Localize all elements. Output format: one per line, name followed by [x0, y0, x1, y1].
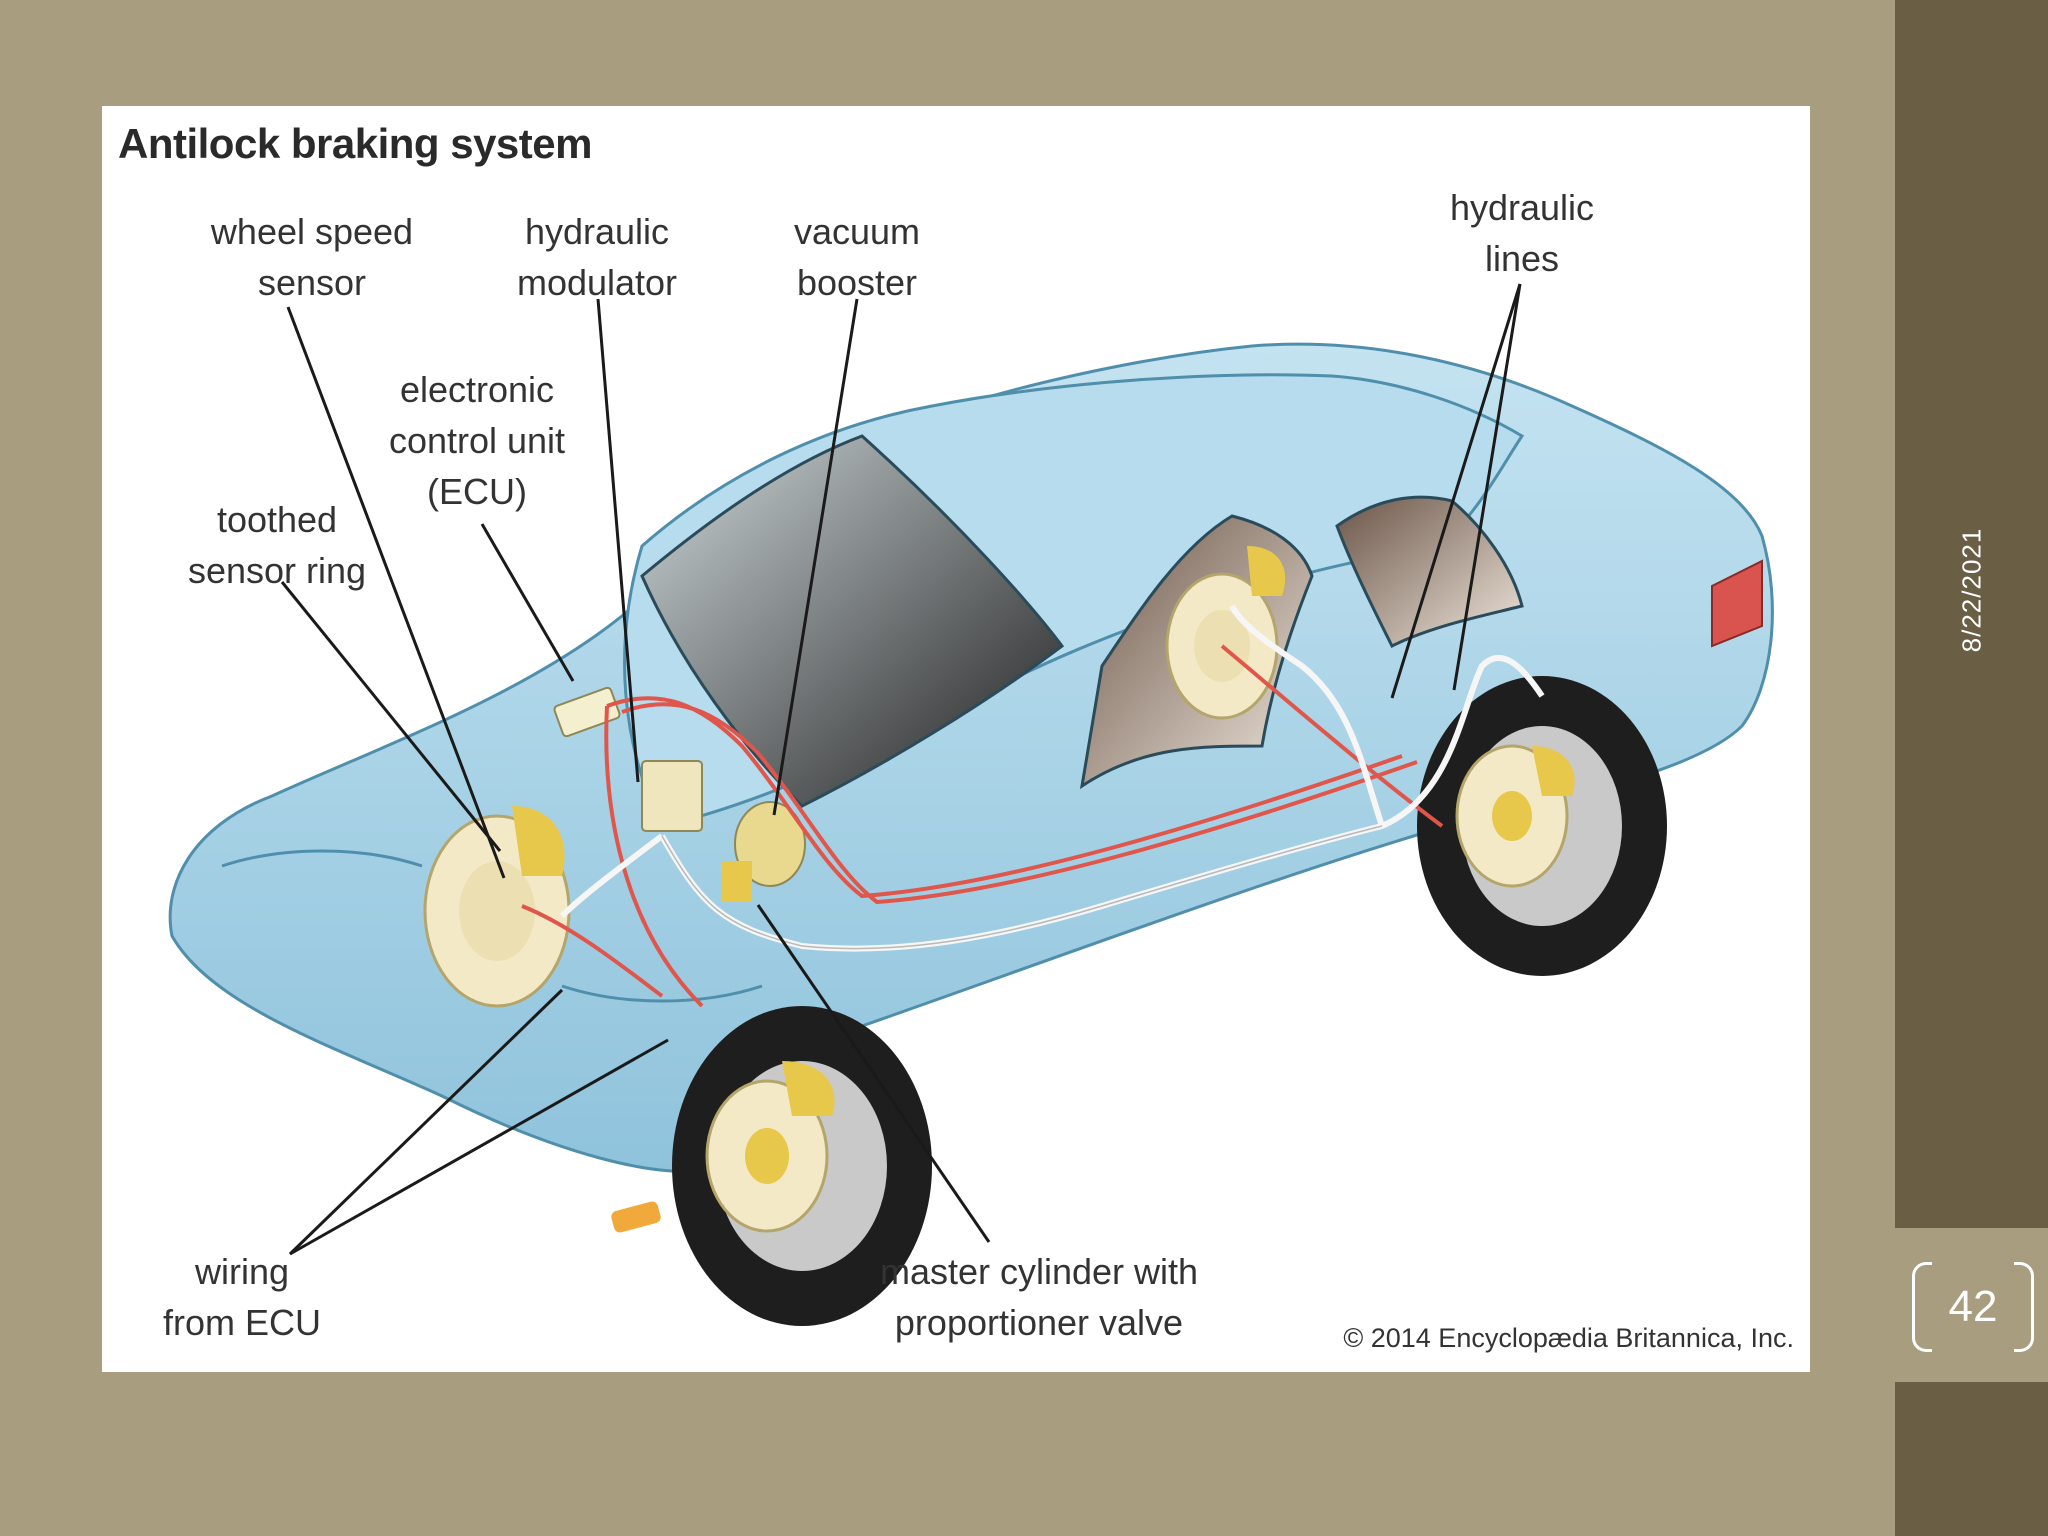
rear-side-window: [1335, 495, 1524, 649]
label-ecu: electronic control unit (ECU): [388, 369, 566, 512]
label-wheel-speed-sensor: wheel speed sensor: [210, 211, 414, 303]
hydraulic-modulator-unit: [641, 760, 703, 832]
slide-date: 8/22/2021: [1956, 527, 1987, 653]
page-number-badge: 42: [1912, 1262, 2034, 1352]
label-hydraulic-modulator: hydraulic modulator: [516, 211, 678, 303]
leader-lines: [280, 283, 1522, 1256]
bracket-left-icon: [1912, 1262, 1932, 1352]
label-toothed-sensor-ring: toothed sensor ring: [187, 499, 367, 591]
page-number-panel: [1895, 1228, 2048, 1382]
label-master-cylinder: master cylinder with proportioner valve: [879, 1251, 1199, 1343]
figure-title: Antilock braking system: [118, 120, 592, 167]
bracket-right-icon: [2014, 1262, 2034, 1352]
windshield: [640, 434, 1065, 808]
label-hydraulic-lines: hydraulic lines: [1449, 187, 1595, 279]
rear-left-disc: [1165, 546, 1286, 720]
page-number: 42: [1948, 1282, 1998, 1331]
figure-credit: © 2014 Encyclopædia Britannica, Inc.: [1343, 1323, 1794, 1353]
tail-light: [1711, 559, 1763, 648]
front-indicator: [611, 1201, 661, 1233]
front-wheel: [672, 1006, 932, 1326]
label-vacuum-booster: vacuum booster: [793, 211, 921, 303]
front-left-disc: [423, 806, 571, 1008]
car-illustration: [168, 283, 1774, 1326]
rear-wheel: [1417, 676, 1667, 976]
label-wiring-from-ecu: wiring from ECU: [162, 1251, 321, 1343]
vacuum-booster-unit: [734, 801, 806, 887]
abs-diagram-figure: Antilock braking system wheel speed sens…: [102, 106, 1810, 1372]
